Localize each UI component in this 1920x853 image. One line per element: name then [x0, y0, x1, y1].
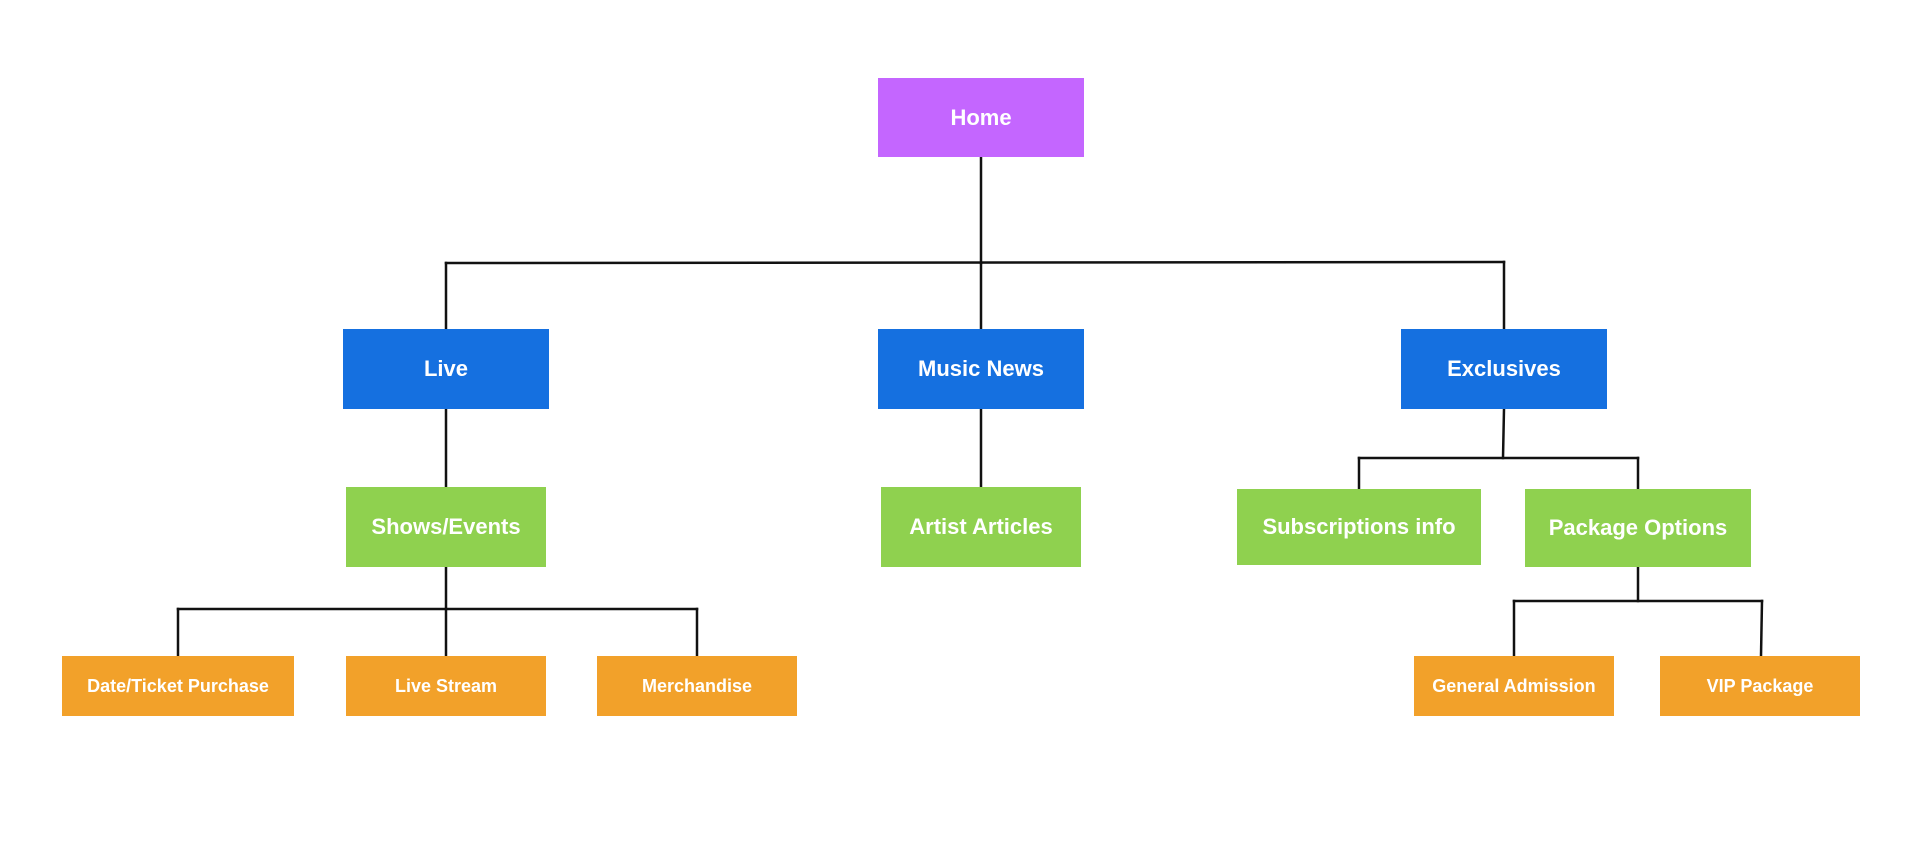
node-home[interactable]: Home — [878, 78, 1084, 157]
connector-to-vip-package — [1759, 599, 1764, 658]
node-music-news[interactable]: Music News — [878, 329, 1084, 409]
connector-level1-bus — [444, 260, 1506, 265]
node-package-options[interactable]: Package Options — [1525, 489, 1751, 567]
node-general-admission[interactable]: General Admission — [1414, 656, 1614, 716]
node-exclusives[interactable]: Exclusives — [1401, 329, 1607, 409]
node-live-stream[interactable]: Live Stream — [346, 656, 546, 716]
node-subscriptions-info[interactable]: Subscriptions info — [1237, 489, 1481, 565]
node-merchandise[interactable]: Merchandise — [597, 656, 797, 716]
node-shows-events[interactable]: Shows/Events — [346, 487, 546, 567]
node-artist-articles[interactable]: Artist Articles — [881, 487, 1081, 567]
node-vip-package[interactable]: VIP Package — [1660, 656, 1860, 716]
node-live[interactable]: Live — [343, 329, 549, 409]
node-date-ticket-purchase[interactable]: Date/Ticket Purchase — [62, 656, 294, 716]
connector-exclusives-down — [1501, 407, 1506, 460]
